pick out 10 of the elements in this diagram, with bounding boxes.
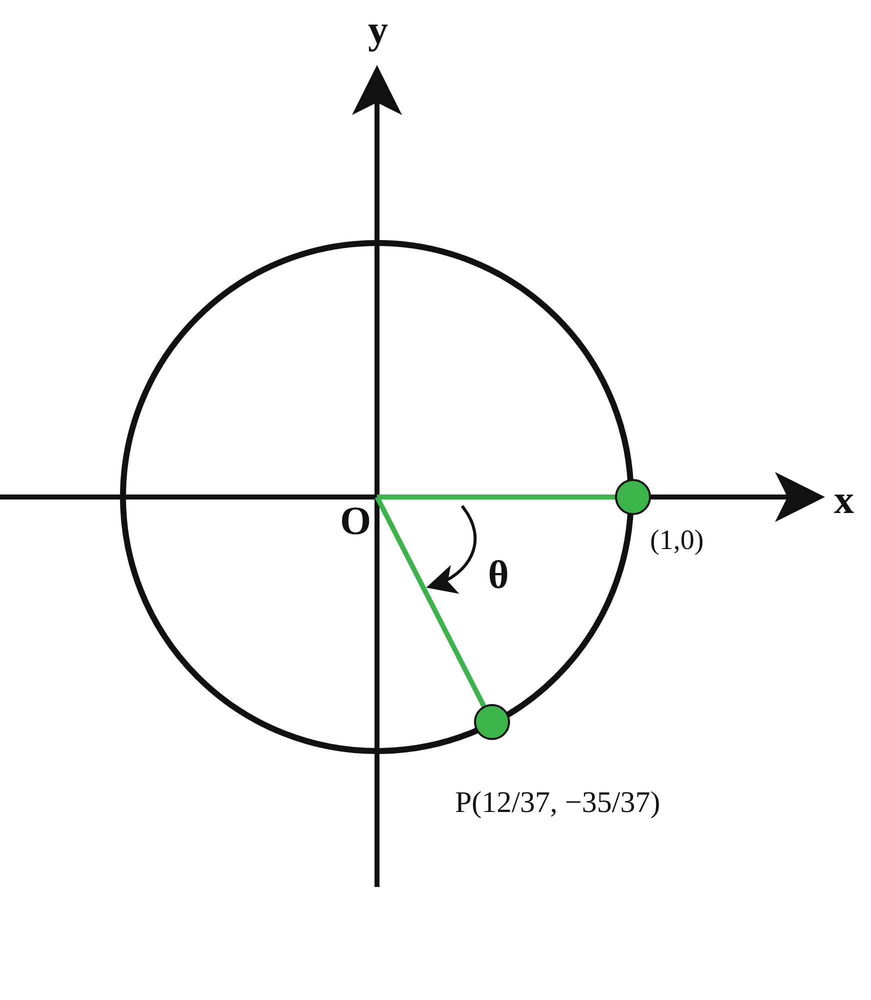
point-label: P(12/37, −35/37) [455, 788, 660, 818]
y-axis-label: y [368, 10, 388, 50]
radius-line [374, 496, 486, 708]
x-axis-label: x [834, 480, 854, 520]
radius-line [377, 494, 615, 500]
origin-label: O [340, 497, 377, 543]
point-marker [615, 479, 651, 515]
angle-label: θ [488, 555, 509, 595]
point-marker [474, 704, 510, 740]
point-label: (1,0) [650, 527, 704, 555]
